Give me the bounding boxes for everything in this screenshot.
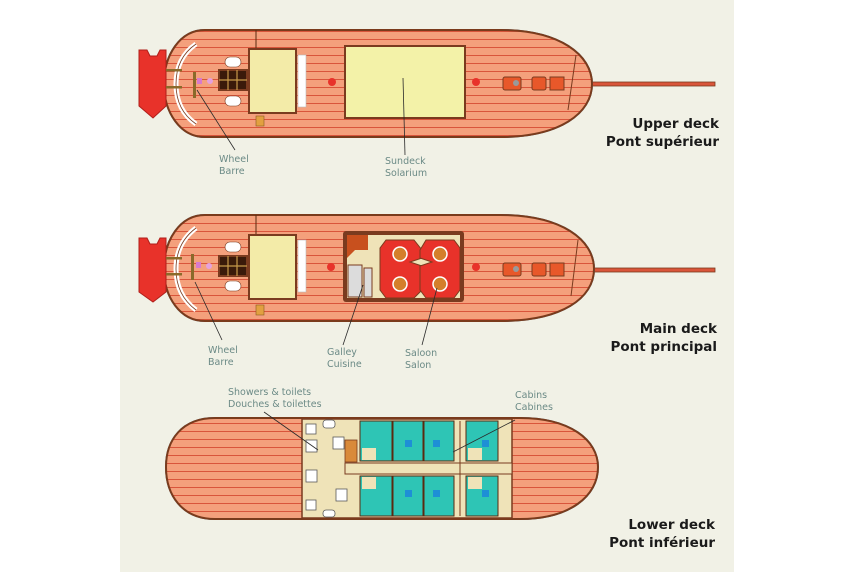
- main-deck: [138, 214, 716, 346]
- upper-deck: [138, 29, 716, 156]
- cabins: [359, 420, 499, 517]
- deckhouse-hatch: [248, 234, 297, 300]
- sundeck-area: [344, 45, 466, 119]
- deck-title-lower: Lower deck Pont inférieur: [609, 517, 715, 551]
- lower-deck: [164, 411, 600, 520]
- callout-sundeck: Sundeck Solarium: [385, 156, 428, 179]
- saloon-seating: [379, 239, 461, 299]
- deck-title-main: Main deck Pont principal: [610, 321, 717, 355]
- callout-galley: Galley Cuisine: [327, 347, 362, 370]
- callout-wheel-upper: Wheel Barre: [219, 154, 249, 177]
- deck-title-upper: Upper deck Pont supérieur: [605, 116, 719, 150]
- callout-showers-toilets: Showers & toilets Douches & toilettes: [228, 387, 322, 410]
- callout-wheel-main: Wheel Barre: [208, 345, 238, 368]
- callout-cabins: Cabins Cabines: [515, 390, 553, 413]
- wheel-icon: [193, 72, 196, 98]
- bowsprit: [574, 267, 716, 273]
- showers-toilets: [305, 419, 348, 518]
- callout-saloon: Saloon Salon: [405, 348, 438, 371]
- tender-boat: [138, 237, 167, 303]
- deckhouse-hatch: [248, 48, 297, 114]
- wheel-icon: [191, 254, 194, 280]
- galley: [347, 264, 363, 298]
- tender-boat: [138, 49, 167, 119]
